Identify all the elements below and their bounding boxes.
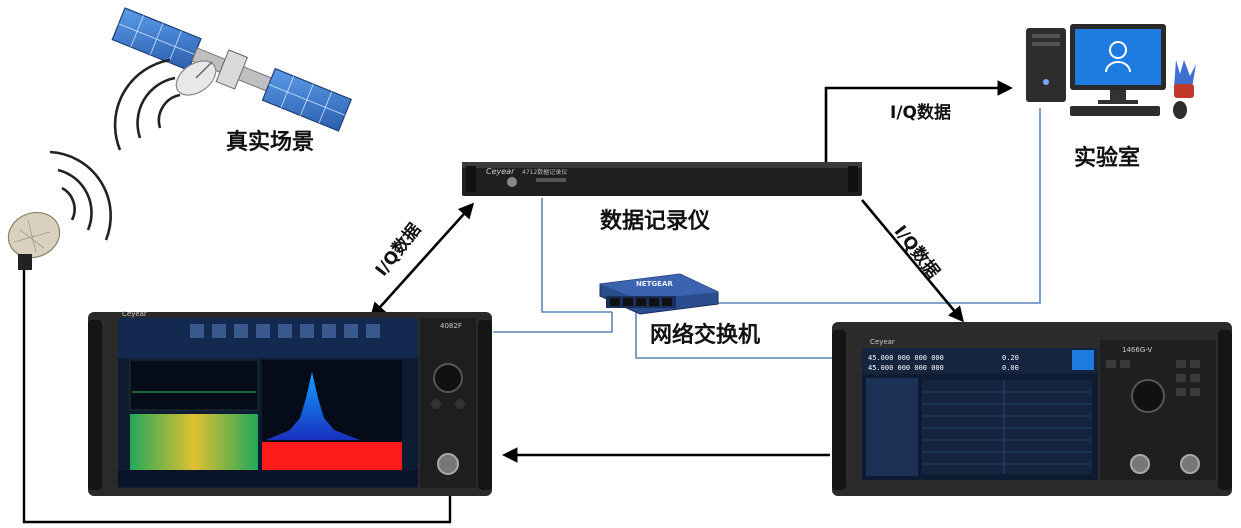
generator-brand: Ceyear: [870, 338, 895, 346]
link-switch-lab: [680, 108, 1041, 304]
satellite-signal-icon: [113, 58, 181, 151]
generator-power-2: 0.00: [1002, 364, 1019, 372]
switch-brand: NETGEAR: [636, 280, 673, 288]
label-switch: 网络交换机: [650, 323, 761, 348]
link-switch-generator: [635, 312, 838, 359]
analyzer-brand: Ceyear: [122, 310, 147, 318]
generator-model: 1466G-V: [1122, 346, 1152, 354]
label-iq-top: I/Q数据: [890, 103, 951, 123]
generator-freq-1: 45.000 000 000 000: [868, 354, 944, 362]
signal-generator-device: 45.000 000 000 000 45.000 000 000 000 0.…: [832, 322, 1232, 496]
label-recorder: 数据记录仪: [600, 209, 711, 234]
arrow-recorder-generator: [861, 199, 964, 323]
arrow-analyzer-recorder: [369, 202, 475, 319]
data-arrows: [22, 80, 1014, 524]
ground-antenna-icon: [7, 211, 61, 270]
network-switch-device: NETGEAR: [599, 273, 719, 315]
recorder-model: 4712数据记录仪: [522, 168, 567, 176]
satellite-icon: [111, 7, 353, 132]
link-switch-analyzer: [493, 312, 613, 333]
data-recorder-device: Ceyear 4712数据记录仪: [462, 162, 862, 196]
label-real-scene: 真实场景: [226, 130, 315, 155]
lab-computer-icon: [1026, 24, 1196, 119]
generator-freq-2: 45.000 000 000 000: [868, 364, 944, 372]
label-lab: 实验室: [1074, 146, 1141, 171]
analyzer-model: 4082F: [440, 322, 462, 330]
ground-signal-icon: [49, 150, 112, 241]
recorder-brand: Ceyear: [486, 167, 515, 176]
spectrum-analyzer-device: Ceyear 4082F: [88, 310, 492, 496]
network-links: [493, 108, 1041, 359]
link-recorder-switch: [541, 198, 612, 313]
arrow-recorder-lab: [824, 80, 1014, 165]
generator-power-1: 0.20: [1002, 354, 1019, 362]
